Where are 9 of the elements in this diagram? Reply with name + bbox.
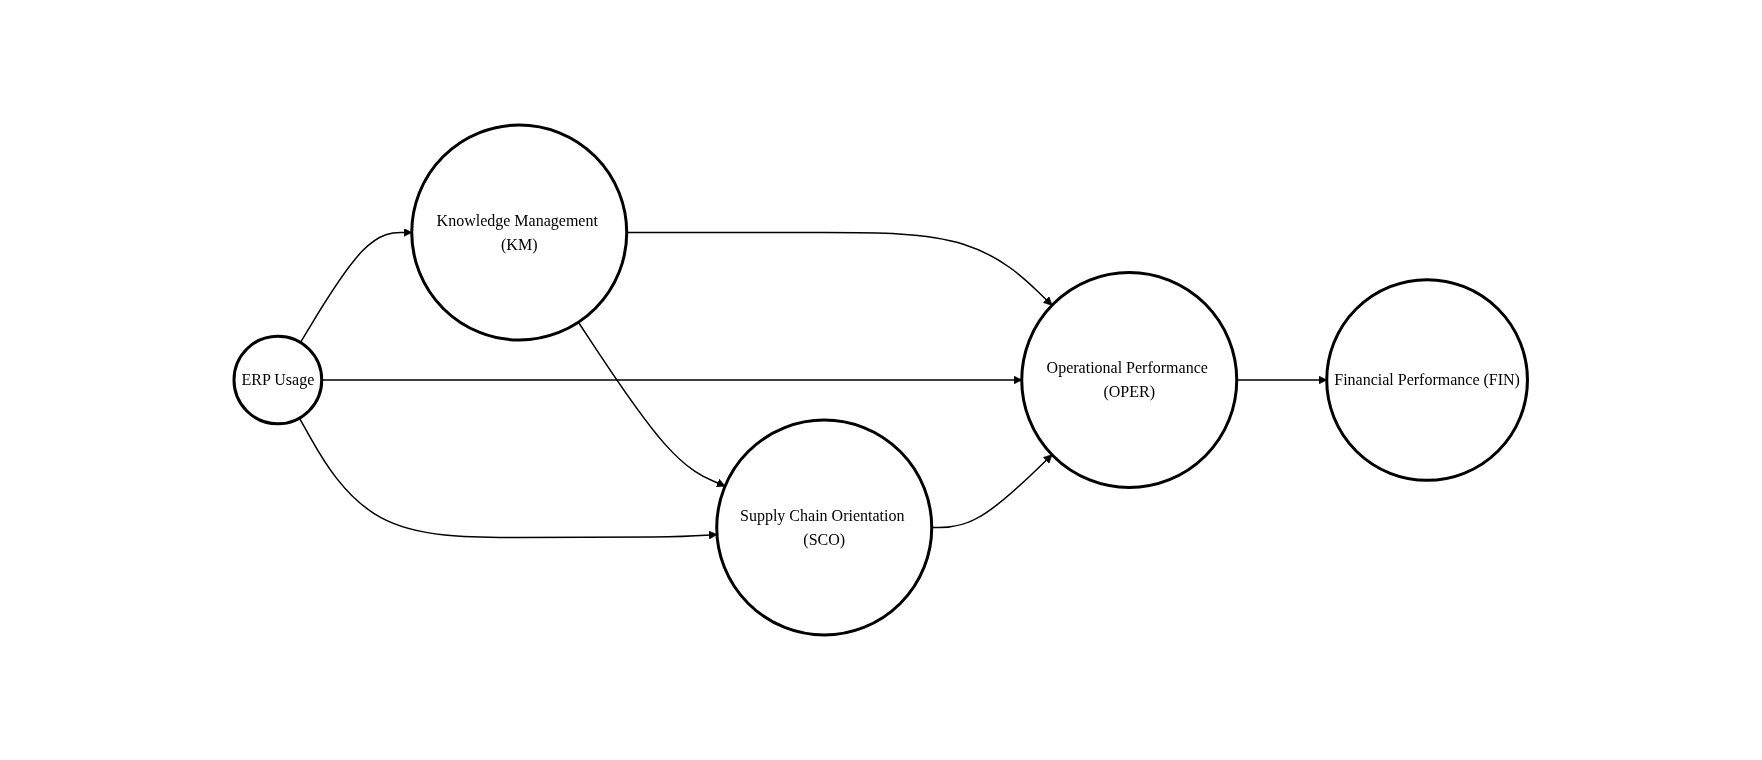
node-circle: ERP Usage — [232, 334, 324, 426]
arrow — [300, 228, 413, 344]
arrow — [298, 417, 718, 540]
node-circle: Supply Chain Orientation (SCO) — [715, 418, 934, 637]
arrow — [321, 375, 1023, 385]
node-circle: Operational Performance (OPER) — [1020, 271, 1239, 489]
arrow — [577, 321, 726, 488]
node-circle: Knowledge Management (KM) — [410, 123, 629, 342]
node-circle: Financial Performance (FIN) — [1325, 278, 1530, 482]
